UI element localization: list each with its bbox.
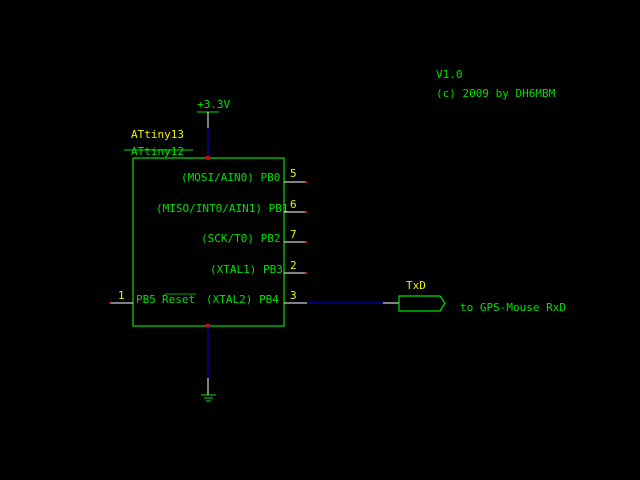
version-text: V1.0 (436, 68, 463, 81)
svg-text:6: 6 (290, 198, 297, 211)
svg-text:Reset: Reset (162, 293, 195, 306)
attiny-chip[interactable]: ATtiny13 ATtiny12 (MOSI/AIN0) PB0 5 (MISO… (109, 128, 307, 327)
power-symbol[interactable]: +3.3V (197, 98, 230, 158)
svg-text:1: 1 (118, 289, 125, 302)
pin-3: (XTAL2) PB4 3 (206, 289, 305, 306)
svg-text:5: 5 (290, 167, 297, 180)
txd-port[interactable]: TxD (398, 279, 446, 312)
chip-alt-name: ATtiny12 (131, 145, 184, 158)
svg-text:(SCK/T0) PB2: (SCK/T0) PB2 (201, 232, 280, 245)
svg-text:(XTAL1) PB3: (XTAL1) PB3 (210, 263, 283, 276)
svg-text:(XTAL2) PB4: (XTAL2) PB4 (206, 293, 279, 306)
pin-7: (SCK/T0) PB2 7 (201, 228, 307, 245)
chip-name: ATtiny13 (131, 128, 184, 141)
svg-text:2: 2 (290, 259, 297, 272)
pin-5: (MOSI/AIN0) PB0 5 (181, 167, 307, 184)
port-label: TxD (406, 279, 426, 292)
pin-2: (XTAL1) PB3 2 (210, 259, 307, 276)
junction-top (206, 156, 210, 160)
pin-1: PB5 Reset 1 (109, 289, 196, 306)
svg-text:(MISO/INT0/AIN1) PB1: (MISO/INT0/AIN1) PB1 (156, 202, 288, 215)
port-note: to GPS-Mouse RxD (460, 301, 566, 314)
ground-symbol[interactable] (201, 326, 216, 402)
power-label: +3.3V (197, 98, 230, 111)
svg-text:3: 3 (290, 289, 297, 302)
copyright-text: (c) 2009 by DH6MBM (436, 87, 556, 100)
svg-text:PB5: PB5 (136, 293, 156, 306)
svg-text:(MOSI/AIN0) PB0: (MOSI/AIN0) PB0 (181, 171, 280, 184)
svg-text:7: 7 (290, 228, 297, 241)
